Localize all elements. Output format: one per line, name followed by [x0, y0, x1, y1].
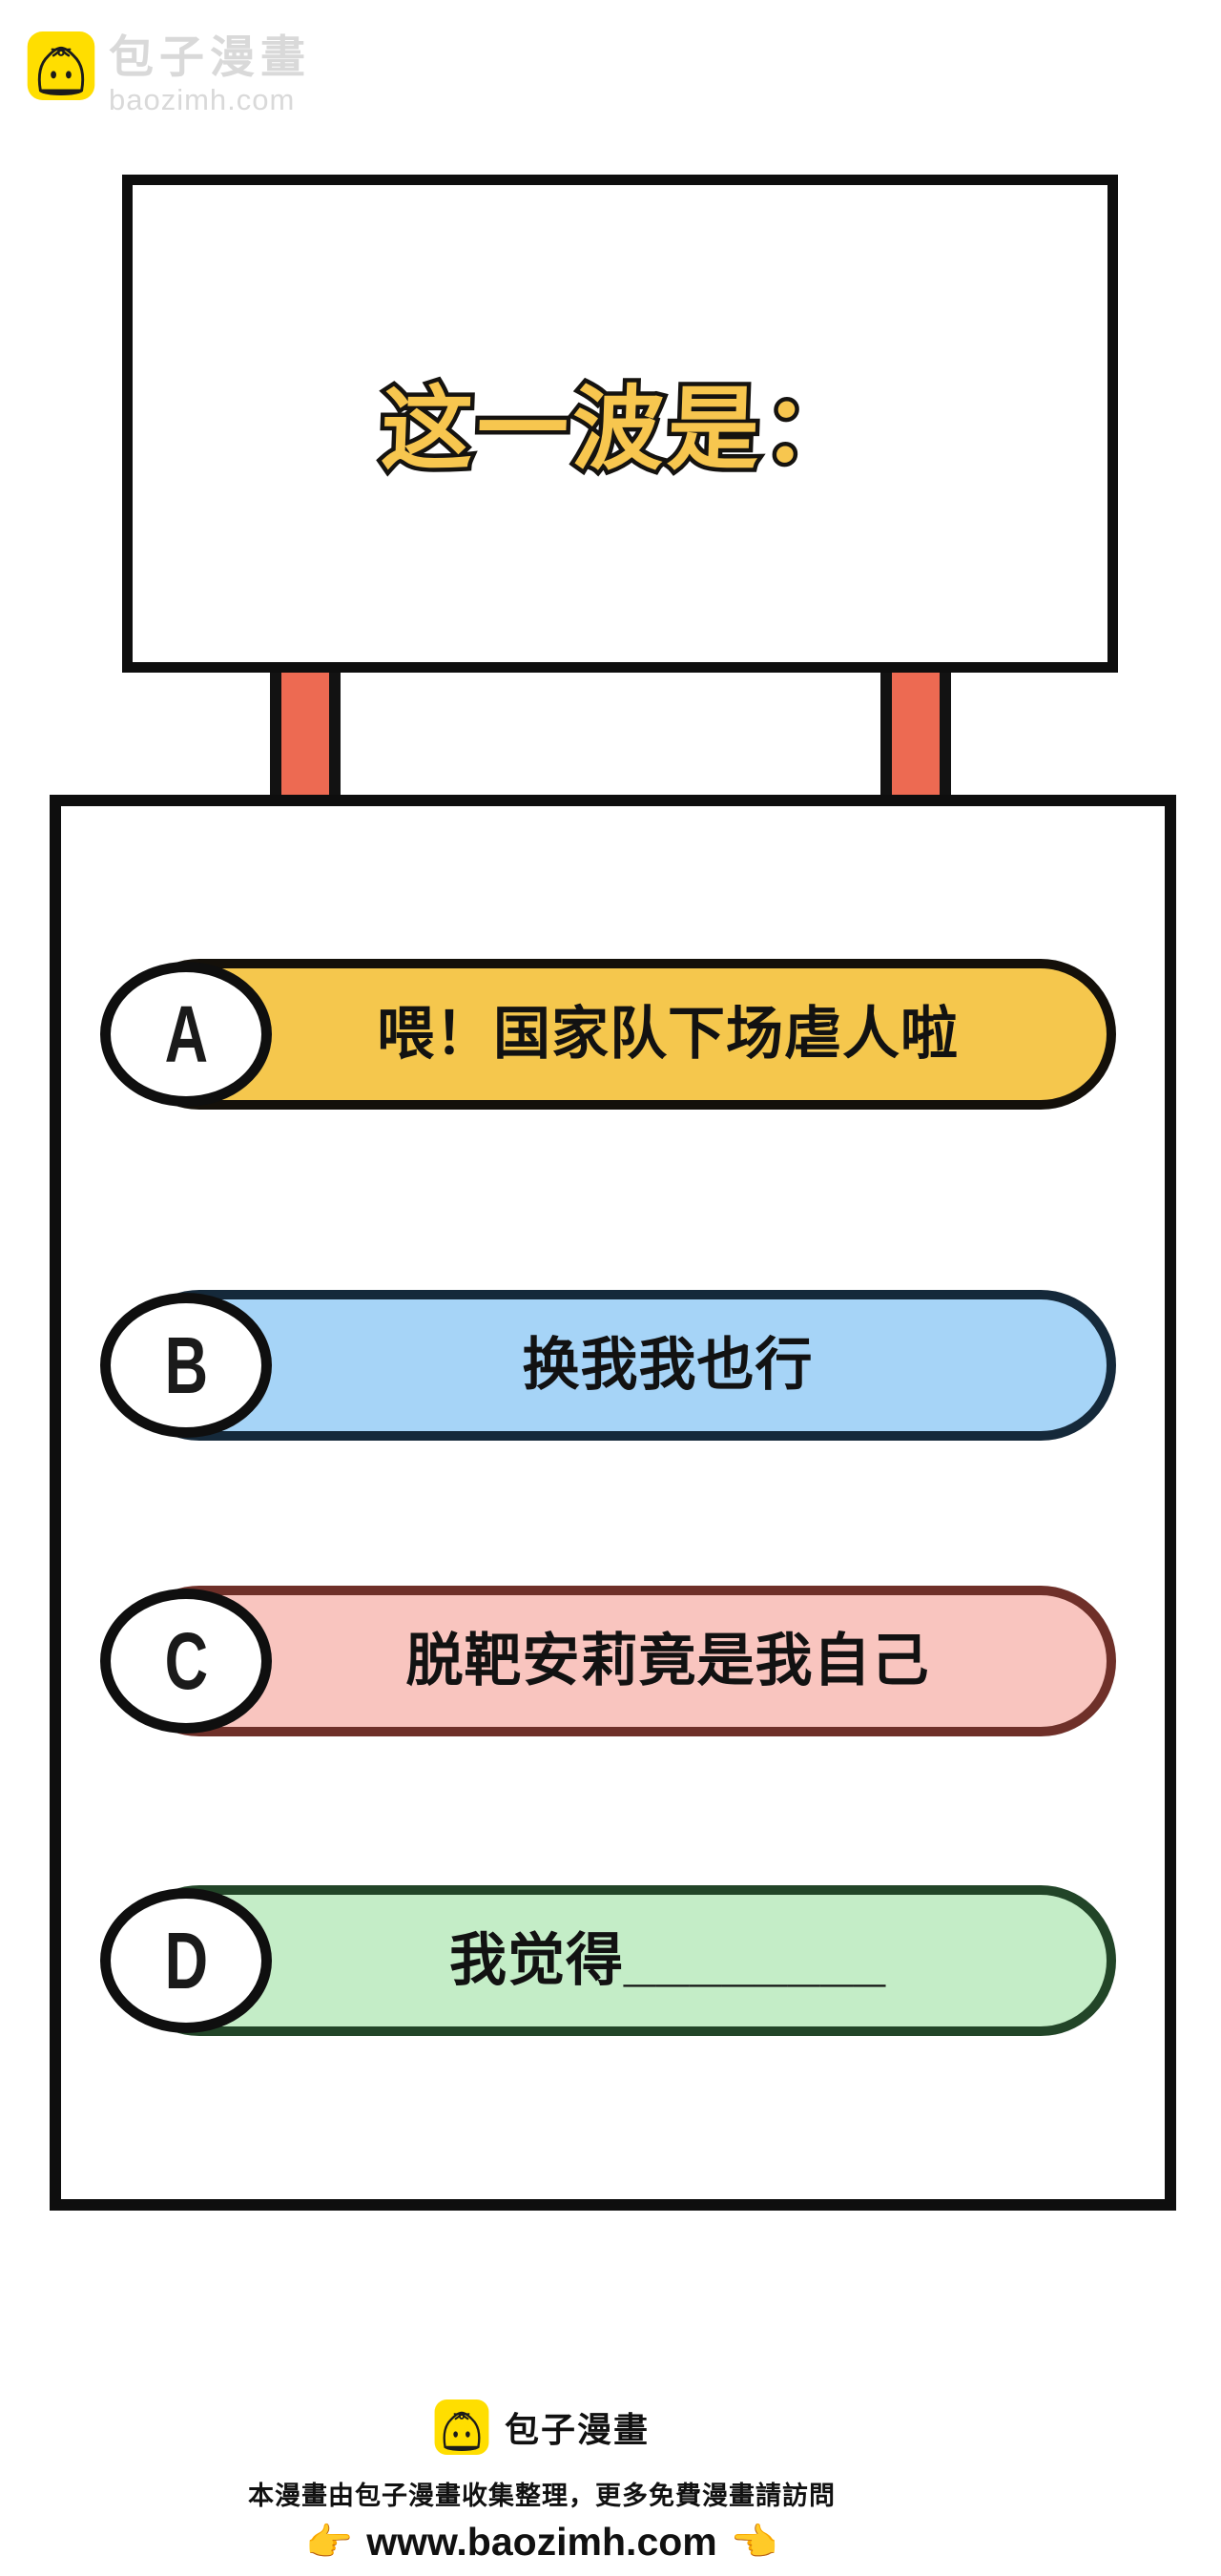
baozi-bun-icon [434, 2399, 489, 2455]
sign-board: 这一波是： [122, 175, 1118, 673]
footer-url-line: 👉 www.baozimh.com 👈 [305, 2520, 777, 2565]
sign-title: 这一波是： [375, 375, 864, 486]
option-c-letter: C [164, 1616, 208, 1706]
option-d-letter-badge[interactable]: D [100, 1888, 272, 2033]
footer-url: www.baozimh.com [366, 2520, 717, 2564]
option-b-text: 换我我也行 [522, 1333, 814, 1397]
option-d-text: 我觉得________ [449, 1928, 886, 1992]
option-b-letter-badge[interactable]: B [100, 1293, 272, 1438]
option-a-text: 喂！国家队下场虐人啦 [377, 1002, 959, 1066]
footer-brand-row: 包子漫畫 [434, 2397, 650, 2458]
option-a-letter-badge[interactable]: A [100, 962, 272, 1107]
option-c-text: 脱靶安莉竟是我自己 [405, 1629, 930, 1693]
option-b-pill[interactable]: 换我我也行 [124, 1290, 1116, 1441]
option-c-letter-badge[interactable]: C [100, 1589, 272, 1734]
watermark-domain: baozimh.com [109, 83, 296, 116]
option-b-letter: B [164, 1320, 208, 1410]
option-d-pill[interactable]: 我觉得________ [124, 1885, 1116, 2036]
pointing-left-icon: 👈 [730, 2521, 778, 2564]
watermark-text: 包子漫畫 baozimh.com [109, 29, 311, 114]
footer-tagline: 本漫畫由包子漫畫收集整理，更多免費漫畫請訪問 [248, 2482, 836, 2510]
footer-brand-name: 包子漫畫 [504, 2410, 650, 2449]
option-a-pill[interactable]: 喂！国家队下场虐人啦 [124, 959, 1116, 1110]
sign-post-right [880, 666, 951, 805]
baozi-bun-icon [27, 31, 95, 100]
header-watermark: 包子漫畫 baozimh.com [27, 29, 311, 114]
option-d-letter: D [164, 1916, 208, 2005]
option-c-pill[interactable]: 脱靶安莉竟是我自己 [124, 1586, 1116, 1736]
sign-post-left [270, 666, 341, 805]
option-a-letter: A [164, 989, 208, 1079]
footer: 包子漫畫 本漫畫由包子漫畫收集整理，更多免費漫畫請訪問 👉 www.baozim… [248, 2397, 836, 2565]
watermark-brand-name: 包子漫畫 [109, 31, 311, 82]
pointing-right-icon: 👉 [305, 2521, 354, 2564]
